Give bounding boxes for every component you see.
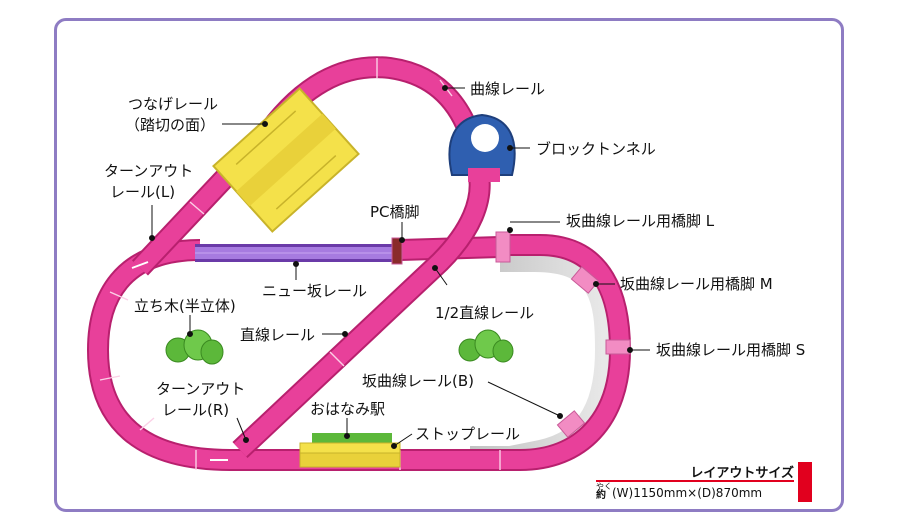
layout-size-value: (W)1150mm×(D)870mm	[612, 486, 763, 500]
label-turnout-l: ターンアウト	[104, 162, 194, 180]
label-joint-rail: つなげレール	[128, 95, 219, 113]
label-slope-pier-l: 坂曲線レール用橋脚 L	[566, 212, 715, 230]
leader-lines	[149, 85, 650, 449]
label-new-slope-rail: ニュー坂レール	[262, 282, 368, 300]
piers	[391, 231, 631, 438]
label-half-straight: 1/2直線レール	[435, 304, 535, 322]
label-turnout-l-sub: レール(L)	[110, 183, 176, 201]
label-pc-pier: PC橋脚	[370, 203, 420, 221]
label-curve-rail: 曲線レール	[470, 80, 546, 98]
layout-size-title: レイアウトサイズ	[690, 466, 794, 481]
label-joint-rail-sub: （踏切の面）	[125, 116, 216, 134]
layout-size-legend: レイアウトサイズ やく約 (W)1150mm×(D)870mm	[590, 460, 830, 504]
label-slope-pier-s: 坂曲線レール用橋脚 S	[656, 341, 806, 359]
label-turnout-r-sub: レール(R)	[162, 401, 230, 419]
label-stop-rail: ストップレール	[415, 425, 521, 443]
layout-size-red-bar	[798, 462, 812, 502]
label-tree: 立ち木(半立体)	[134, 297, 236, 315]
slope-pier-s	[605, 339, 631, 355]
ohanami-station	[299, 433, 401, 468]
railroad-crossing	[212, 87, 360, 233]
slope-pier-l	[495, 231, 511, 263]
label-slope-pier-m: 坂曲線レール用橋脚 M	[620, 275, 773, 293]
turnout-markers	[131, 261, 228, 461]
block-tunnel-icon	[448, 113, 516, 182]
label-straight-rail: 直線レール	[240, 326, 316, 344]
slope-pier-m	[570, 266, 600, 294]
label-slope-curve-b: 坂曲線レール(B)	[362, 372, 474, 390]
label-block-tunnel: ブロックトンネル	[536, 140, 656, 158]
label-turnout-r: ターンアウト	[156, 380, 246, 398]
new-slope-rail	[195, 244, 400, 262]
layout-size-rule	[596, 480, 794, 482]
pc-pier	[391, 237, 403, 265]
label-station: おはなみ駅	[310, 400, 386, 418]
layout-size-ruby: やく約	[596, 482, 612, 501]
tree-left-icon	[165, 329, 224, 365]
slope-pier-b	[556, 410, 586, 438]
tree-right-icon	[458, 329, 514, 363]
